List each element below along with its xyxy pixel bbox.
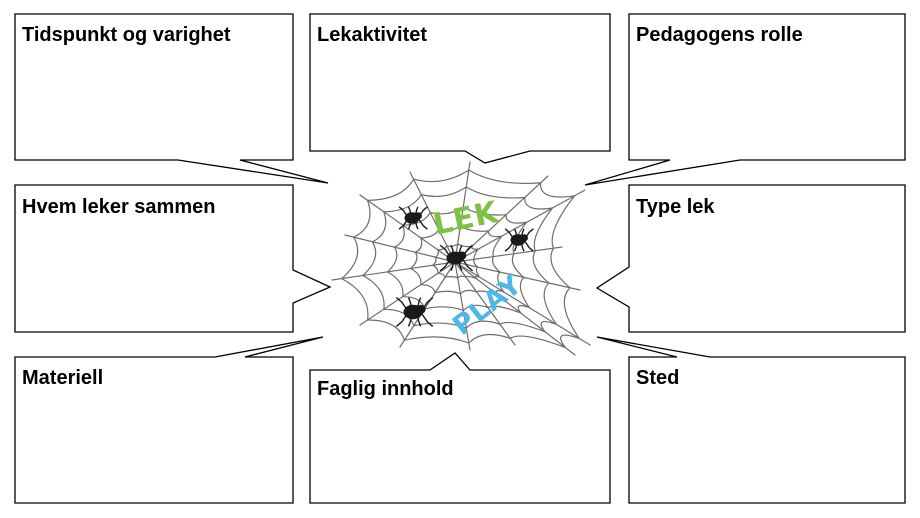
spider-icon [439,244,474,272]
label-materiell: Materiell [22,367,104,389]
label-tidspunkt: Tidspunkt og varighet [22,24,231,46]
label-type-lek: Type lek [636,196,715,218]
spider-icon [398,206,428,230]
bubble-sted [596,336,906,504]
play-word: PLAY [447,269,528,342]
spider-icon [504,228,534,252]
label-lekaktivitet: Lekaktivitet [317,24,428,46]
bubble-hvem-leker [14,184,332,333]
bubble-faglig-innhold [309,352,611,504]
label-faglig-innhold: Faglig innhold [317,378,454,400]
label-hvem-leker: Hvem leker sammen [22,196,216,218]
bubble-lekaktivitet [309,13,611,164]
bubble-materiell [14,336,324,504]
bubble-pedagogens-rolle [584,13,906,186]
bubble-tidspunkt [14,13,329,184]
label-pedagogens-rolle: Pedagogens rolle [636,24,803,46]
bubble-type-lek [595,184,906,333]
spider-icon [395,297,434,327]
label-sted: Sted [636,367,680,389]
